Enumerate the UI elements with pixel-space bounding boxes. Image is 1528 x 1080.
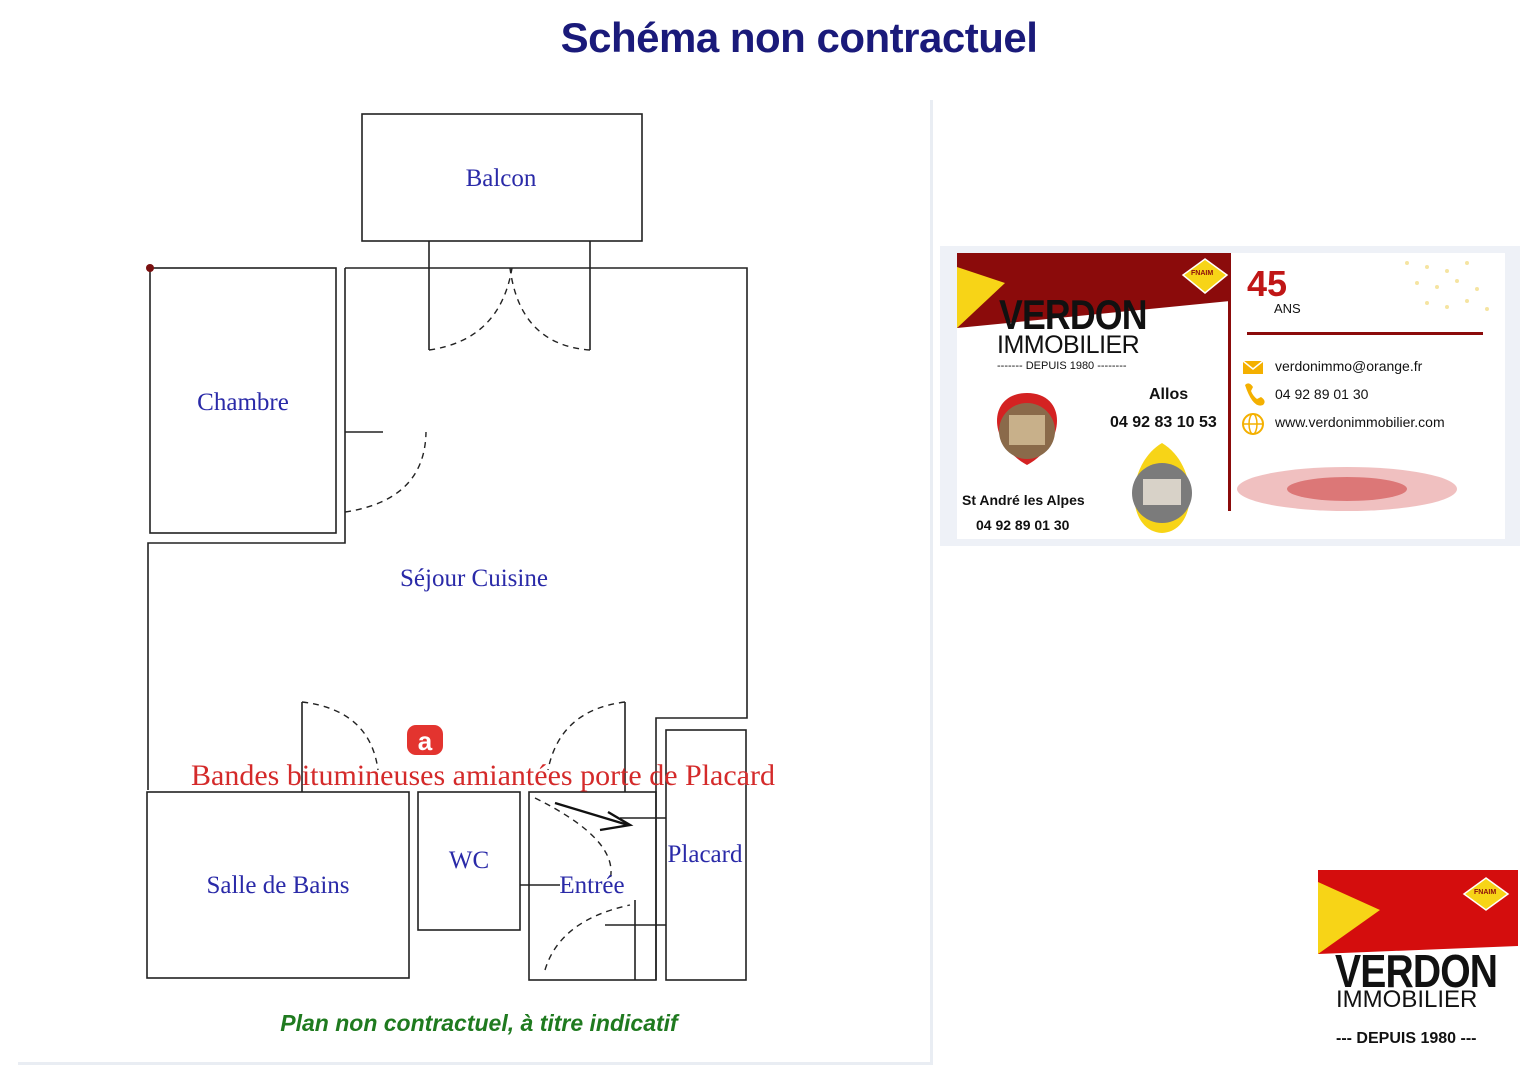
room-label-placard: Placard xyxy=(668,841,743,868)
salle-de-bains-outline xyxy=(146,791,410,979)
plan-footer-note: Plan non contractuel, à titre indicatif xyxy=(280,1010,680,1036)
card-phone[interactable]: 04 92 89 01 30 xyxy=(1275,386,1369,402)
card-allos-phone: 04 92 83 10 53 xyxy=(1110,414,1217,431)
corner-marker xyxy=(146,264,154,272)
card-st-andre-phone: 04 92 89 01 30 xyxy=(976,517,1070,533)
card-fnaim-badge: FNAIM xyxy=(1191,270,1214,277)
logo-fnaim-badge: FNAIM xyxy=(1474,889,1497,896)
logo-brand-sub: IMMOBILIER xyxy=(1336,986,1478,1013)
floor-plan: a Balcon Chambre Séjour Cuisine Salle de… xyxy=(146,113,775,1036)
business-card: FNAIM VERDON IMMOBILIER ------- DEPUIS 1… xyxy=(940,246,1520,546)
asbestos-note: Bandes bitumineuses amiantées porte de P… xyxy=(191,759,775,792)
verdon-logo: FNAIM VERDON IMMOBILIER --- DEPUIS 1980 … xyxy=(1318,870,1518,1060)
fnaim-badge-icon xyxy=(1181,258,1229,294)
room-label-entree: Entrée xyxy=(559,872,624,899)
card-since: ------- DEPUIS 1980 -------- xyxy=(997,360,1127,372)
arrow-icon xyxy=(554,801,634,832)
card-anniversary-unit: ANS xyxy=(1274,301,1301,316)
phone-icon xyxy=(1245,383,1265,406)
wc-outline xyxy=(417,791,521,931)
plan-panel xyxy=(18,100,933,1065)
balcon-outline xyxy=(361,113,643,242)
card-brand: VERDON xyxy=(999,291,1147,338)
fnaim-badge-icon xyxy=(1462,877,1510,911)
sejour-outline xyxy=(345,267,748,792)
card-website[interactable]: www.verdonimmobilier.com xyxy=(1275,414,1445,430)
room-label-chambre: Chambre xyxy=(197,389,289,416)
card-anniversary-number: 45 xyxy=(1247,263,1288,304)
card-st-andre-label: St André les Alpes xyxy=(962,492,1085,508)
asbestos-marker-icon xyxy=(407,725,443,755)
logo-since: --- DEPUIS 1980 --- xyxy=(1336,1030,1477,1047)
card-brand-sub: IMMOBILIER xyxy=(997,331,1140,359)
logo-brand: VERDON xyxy=(1335,945,1498,997)
chambre-outline xyxy=(149,267,337,534)
map-pin-icon xyxy=(1132,443,1192,533)
room-label-wc: WC xyxy=(449,847,489,874)
room-label-balcon: Balcon xyxy=(466,165,537,192)
room-label-sejour: Séjour Cuisine xyxy=(400,565,548,592)
card-email[interactable]: verdonimmo@orange.fr xyxy=(1275,358,1423,374)
asbestos-marker-letter: a xyxy=(418,726,433,756)
room-label-salle-de-bains: Salle de Bains xyxy=(206,872,349,899)
map-pin-icon xyxy=(997,393,1057,465)
page-title: Schéma non contractuel xyxy=(560,14,1038,61)
card-allos-label: Allos xyxy=(1149,386,1189,403)
logo-banner xyxy=(1318,870,1518,954)
card-graphics xyxy=(957,253,1489,533)
placard-outline xyxy=(665,729,747,981)
